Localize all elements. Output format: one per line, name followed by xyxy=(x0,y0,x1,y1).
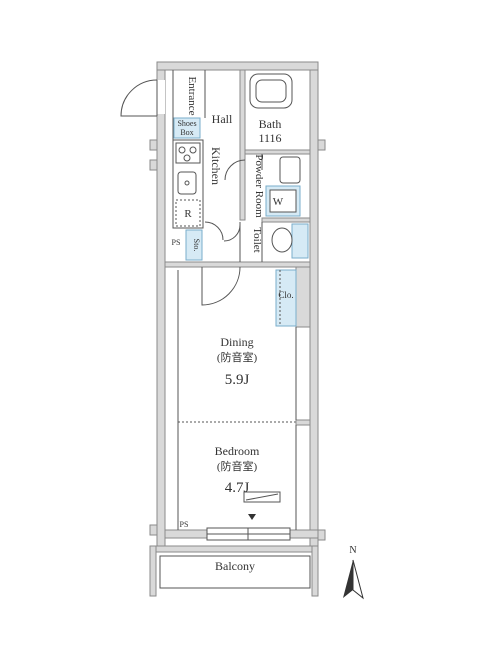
wall-notch-4 xyxy=(317,139,326,151)
label-dining-note: (防音室) xyxy=(217,350,258,364)
wall-notch-1 xyxy=(149,139,158,151)
shoes-box xyxy=(173,117,201,139)
window-marker-icon xyxy=(248,514,256,520)
fixtures xyxy=(173,73,309,520)
wall-right xyxy=(309,61,319,553)
compass-arrow-left-icon xyxy=(343,560,353,598)
washbasin xyxy=(279,156,301,184)
room-labels: Entrance Shoes Box Hall Bath 1116 Kitche… xyxy=(172,76,294,573)
label-bedroom-note: (防音室) xyxy=(217,459,258,473)
burner-1 xyxy=(178,146,186,154)
label-storage: Sto. xyxy=(192,239,201,252)
wall-dining-bedroom xyxy=(295,419,311,426)
wall-powder-toilet xyxy=(261,217,311,223)
label-shoes-box-line2: Box xyxy=(180,128,193,137)
wall-bottom-right xyxy=(289,529,319,539)
label-powder-room: Powder Room xyxy=(253,154,265,218)
label-entrance: Entrance xyxy=(186,76,198,115)
burner-3 xyxy=(183,154,191,162)
storage-unit xyxy=(185,229,203,261)
interior-doors xyxy=(201,154,263,306)
balcony-left-rail xyxy=(149,545,157,597)
label-shoes-box-line1: Shoes xyxy=(177,119,196,128)
label-ps-lower: PS xyxy=(180,520,189,529)
washer xyxy=(269,189,297,213)
balcony xyxy=(149,545,319,597)
label-refrigerator: R xyxy=(184,208,192,220)
wall-hall-bath xyxy=(239,69,246,221)
balcony-top-rail xyxy=(149,545,319,553)
refrigerator xyxy=(175,199,201,227)
burner-2 xyxy=(189,146,197,154)
sink-drain xyxy=(184,180,190,186)
label-dining: Dining xyxy=(220,335,253,349)
label-ps-upper: PS xyxy=(172,238,181,247)
label-bedroom: Bedroom xyxy=(215,444,260,458)
wall-notch-3 xyxy=(149,524,158,536)
label-kitchen: Kitchen xyxy=(209,147,223,185)
label-dining-size: 5.9J xyxy=(225,372,250,388)
toilet-bowl xyxy=(271,227,293,253)
label-bath: Bath xyxy=(259,117,282,131)
wall-bath-bottom xyxy=(244,149,311,155)
kitchen-sink xyxy=(177,171,197,195)
label-hall: Hall xyxy=(212,112,233,126)
wall-notch-5 xyxy=(317,529,326,541)
label-bath-size: 1116 xyxy=(258,131,281,145)
wall-closet-side xyxy=(295,266,311,328)
stove xyxy=(175,142,201,164)
label-bedroom-size: 4.7J xyxy=(225,480,250,496)
wall-bottom-left xyxy=(164,529,208,539)
wall-notch-2 xyxy=(149,159,158,171)
compass-north-label: N xyxy=(349,545,356,556)
wall-dining-top xyxy=(164,261,311,268)
wall-top xyxy=(156,61,319,71)
label-balcony: Balcony xyxy=(215,559,255,573)
balcony-floor xyxy=(159,555,311,589)
interior-walls xyxy=(164,69,311,530)
bathtub-inner xyxy=(255,79,287,103)
entrance-door xyxy=(120,79,158,117)
balcony-right-rail xyxy=(311,545,319,597)
label-toilet: Toilet xyxy=(251,227,263,253)
toilet-cabinet xyxy=(291,223,309,259)
compass-rose: N xyxy=(343,545,364,600)
label-washer: W xyxy=(273,196,284,208)
closet-unit xyxy=(275,269,297,327)
label-closet: Clo. xyxy=(278,290,293,300)
compass-arrow-right-icon xyxy=(352,559,364,600)
balcony-window xyxy=(206,527,291,541)
wall-left xyxy=(156,61,166,553)
